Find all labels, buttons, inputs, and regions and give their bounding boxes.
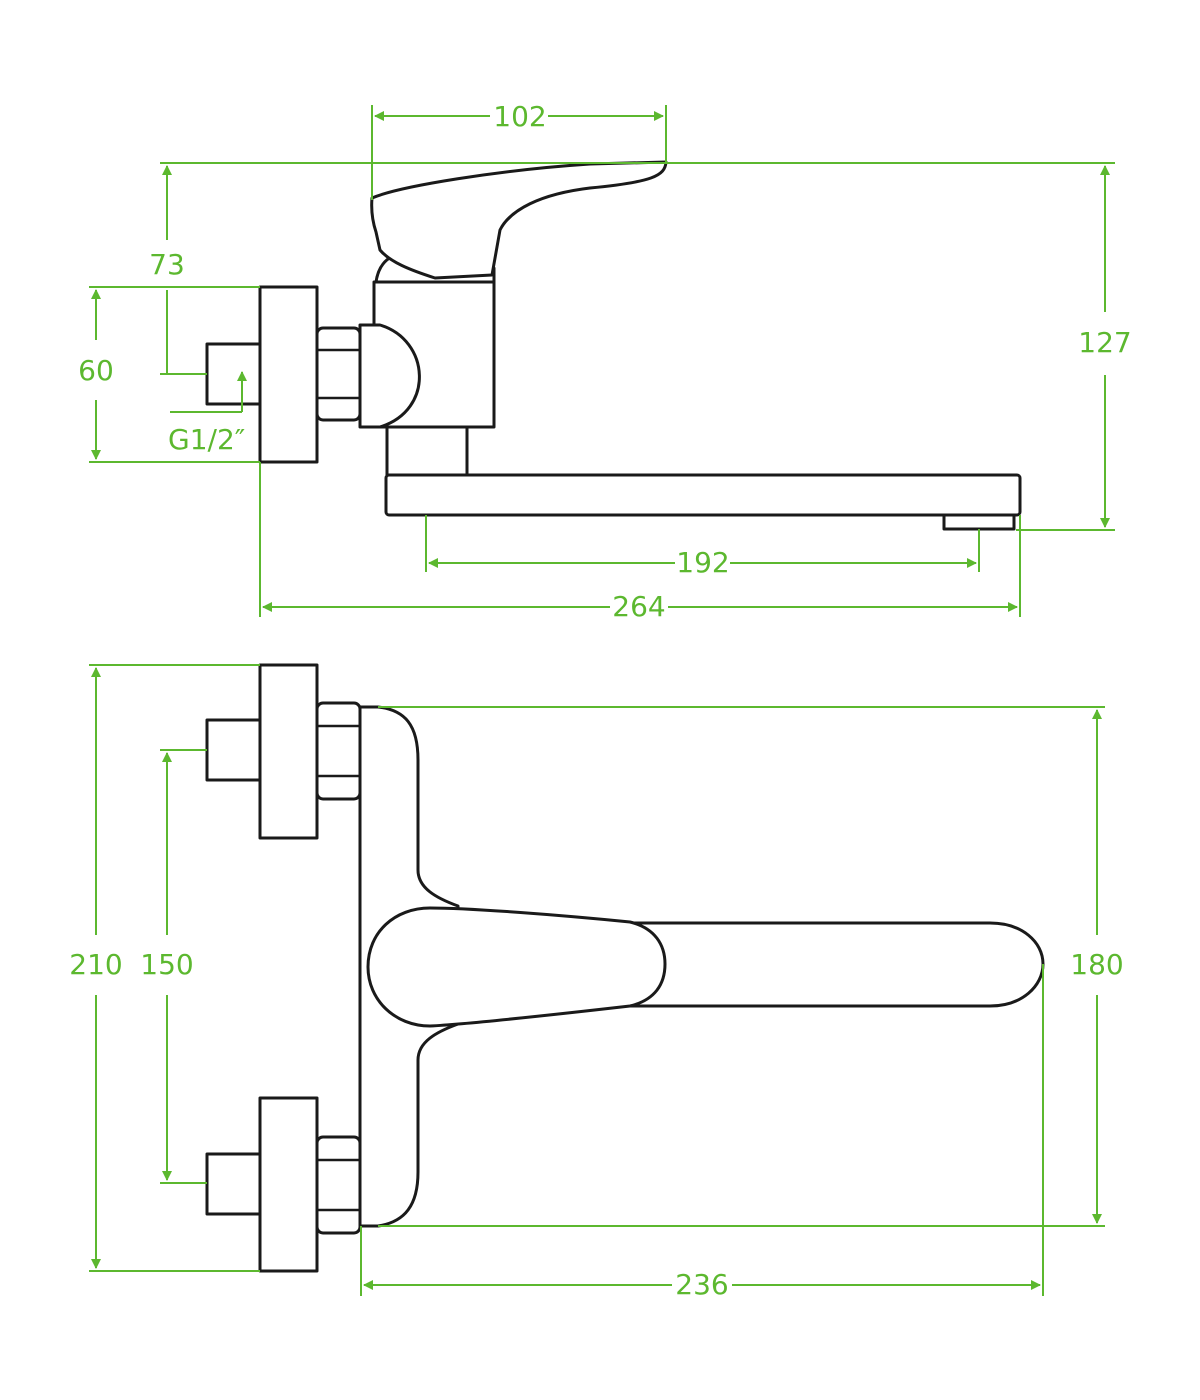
dim-total-depth: 264 (612, 590, 665, 623)
dim-handle-length: 102 (493, 100, 546, 133)
side-hex-nut (315, 326, 362, 422)
side-spout (384, 473, 1022, 517)
dim-escutcheon-height: 60 (78, 354, 114, 387)
side-connector (358, 323, 421, 429)
top-escutcheon-upper (258, 663, 319, 840)
side-spout-collar (385, 425, 469, 477)
top-inlet-pipe-upper (205, 718, 262, 782)
side-view-dimensions: 102 73 60 G1/2″ 127 192 264 (78, 100, 1132, 623)
top-handle (366, 906, 667, 1028)
side-inlet-pipe (205, 342, 262, 406)
top-escutcheon-lower (258, 1096, 319, 1273)
dim-thread: G1/2″ (168, 423, 245, 456)
dim-total-width: 210 (69, 948, 122, 981)
dim-wall-to-axis: 73 (149, 248, 185, 281)
top-hex-nut-upper (315, 701, 362, 801)
top-view (205, 663, 1045, 1273)
side-view (205, 160, 1022, 531)
top-hex-nut-lower (315, 1135, 362, 1235)
top-view-dimensions: 210 150 180 236 (69, 664, 1124, 1301)
dim-total-height: 127 (1078, 326, 1131, 359)
dim-spout-reach: 192 (676, 546, 729, 579)
dim-spout-length: 236 (675, 1268, 728, 1301)
side-escutcheon (258, 285, 319, 464)
dim-body-width: 180 (1070, 948, 1123, 981)
side-handle (370, 160, 668, 280)
side-aerator (942, 513, 1016, 531)
dim-inlet-spacing: 150 (140, 948, 193, 981)
top-inlet-pipe-lower (205, 1152, 262, 1216)
